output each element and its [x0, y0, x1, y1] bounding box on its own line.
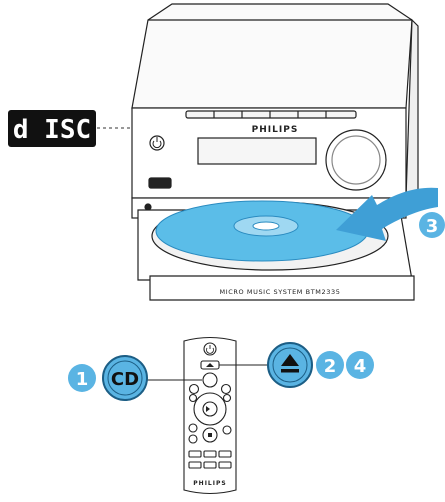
remote-brand-logo: PHILIPS	[193, 480, 226, 487]
cd-disc	[156, 201, 368, 261]
volume-knob-inner	[332, 136, 380, 184]
remote-cd-button	[203, 373, 217, 387]
remote-key-2	[204, 451, 216, 457]
aux-jack-icon	[145, 204, 151, 210]
remote-dpad-right	[224, 395, 231, 402]
step-badge-2-number: 2	[324, 356, 337, 377]
eject-button-callout	[268, 343, 312, 387]
remote-button-right	[222, 385, 231, 394]
unit-button-strip	[186, 111, 356, 118]
eject-icon-bar	[281, 369, 299, 373]
usb-port-icon	[149, 178, 171, 188]
cd-disc-hole	[253, 222, 279, 230]
remote-key-5	[204, 462, 216, 468]
remote-key-3	[219, 451, 231, 457]
step-badge-3: 3	[419, 212, 445, 238]
remote-key-6	[219, 462, 231, 468]
micro-system-unit	[132, 4, 418, 218]
remote-dpad-left	[190, 395, 197, 402]
display-readout-text: d ISC	[13, 115, 91, 145]
cd-button-label: CD	[111, 369, 139, 390]
remote-stop-glyph	[208, 433, 212, 437]
step-badge-1: 1	[68, 364, 96, 392]
display-readout: d ISC	[8, 110, 96, 147]
remote-mute-button	[223, 426, 231, 434]
step-badge-2: 2	[316, 351, 344, 379]
tray-front-plate: MICRO MUSIC SYSTEM BTM2335	[150, 276, 414, 300]
step-badge-4-number: 4	[354, 356, 367, 377]
model-label: MICRO MUSIC SYSTEM BTM2335	[220, 288, 341, 296]
unit-brand-logo: PHILIPS	[252, 125, 299, 135]
remote-vol-up	[189, 424, 197, 432]
remote-control	[184, 338, 236, 494]
step-badge-3-number: 3	[426, 216, 439, 237]
remote-vol-down	[189, 435, 197, 443]
cd-button-callout: CD	[103, 356, 147, 400]
remote-key-1	[189, 451, 201, 457]
remote-key-4	[189, 462, 201, 468]
unit-display-window	[198, 138, 316, 164]
remote-button-left	[190, 385, 199, 394]
step-badge-4: 4	[346, 351, 374, 379]
step-badge-1-number: 1	[76, 369, 89, 390]
